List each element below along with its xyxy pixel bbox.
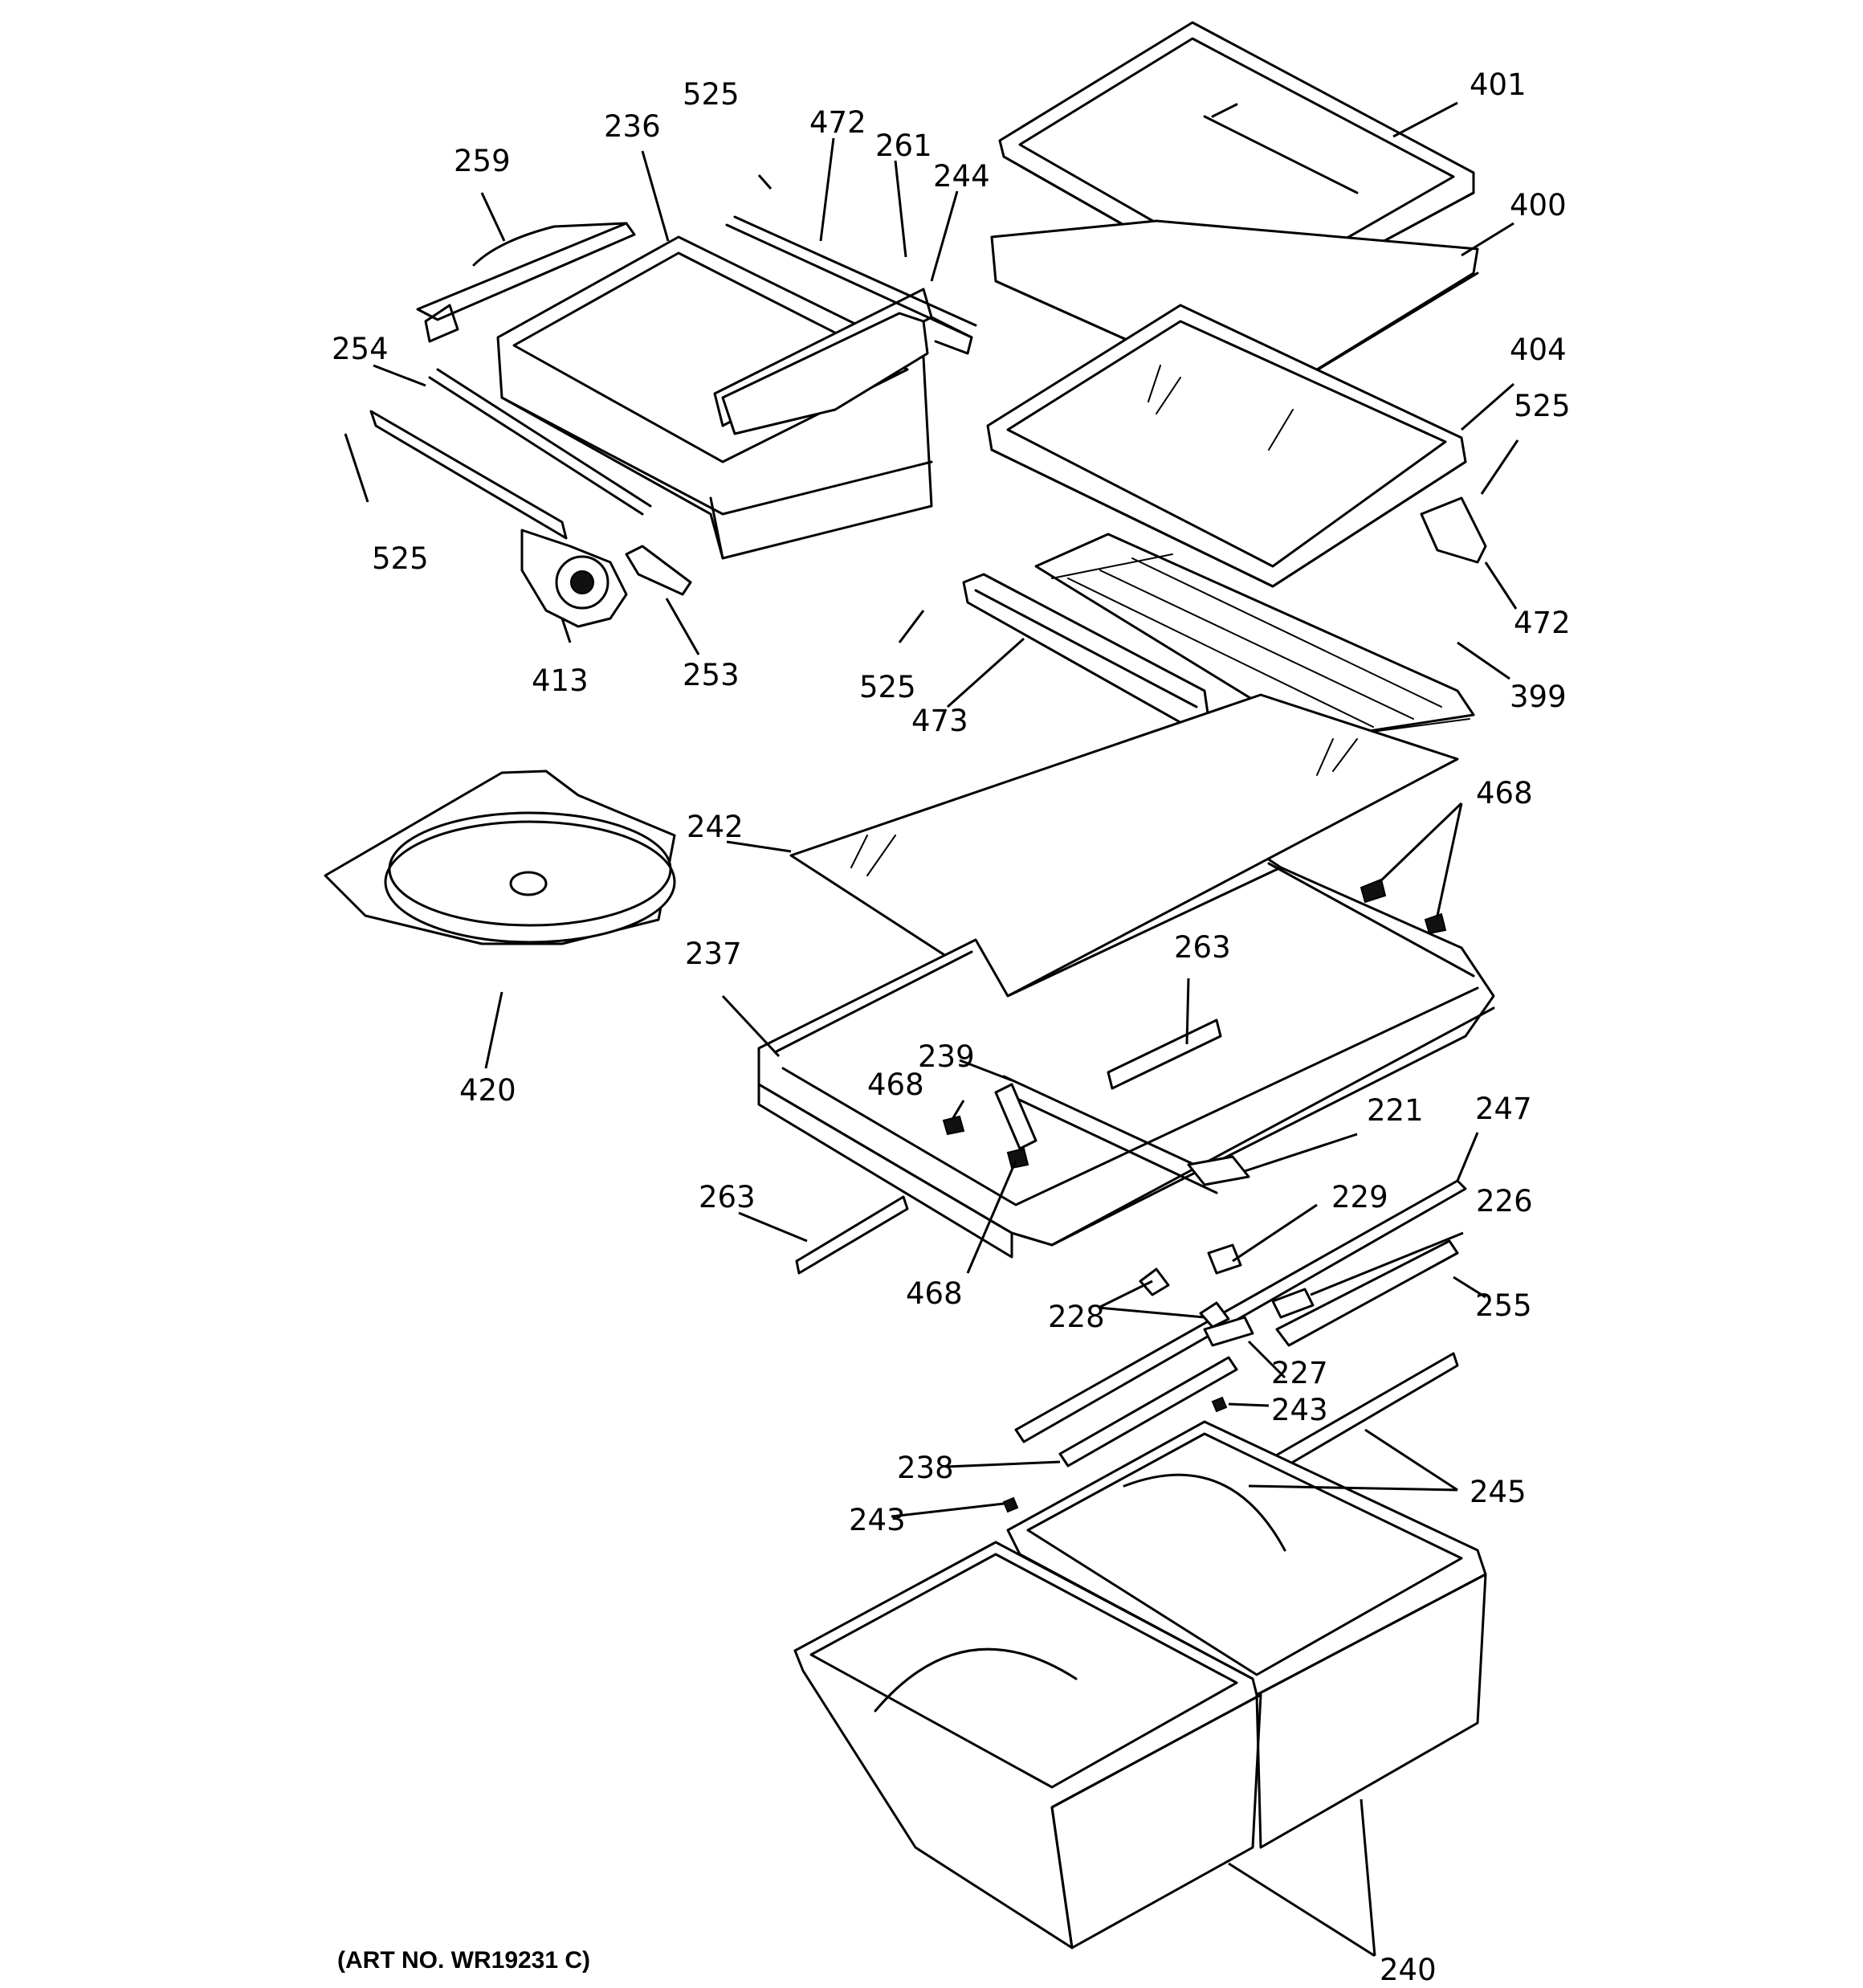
callout-259: 259 <box>454 144 511 178</box>
callout-468-mid: 468 <box>867 1067 924 1102</box>
callout-226: 226 <box>1476 1184 1533 1219</box>
callout-221: 221 <box>1367 1093 1424 1128</box>
callout-242: 242 <box>687 810 744 844</box>
callout-244: 244 <box>933 159 990 194</box>
callout-404: 404 <box>1510 333 1567 367</box>
art-number: (ART NO. WR19231 C) <box>337 1947 591 1974</box>
callout-473: 473 <box>911 704 968 738</box>
callout-525-mid: 525 <box>859 670 916 704</box>
callout-525-left: 525 <box>372 541 429 576</box>
callout-227: 227 <box>1271 1356 1328 1390</box>
callout-255: 255 <box>1475 1288 1532 1323</box>
callout-413: 413 <box>532 663 589 698</box>
callout-261: 261 <box>875 129 932 163</box>
crisper-cover-assembly <box>757 693 1495 1275</box>
callout-239: 239 <box>918 1039 975 1074</box>
callout-472-right: 472 <box>1514 606 1571 640</box>
callout-243-top: 243 <box>1271 1393 1328 1427</box>
callout-237: 237 <box>685 937 742 971</box>
callout-468-bottom: 468 <box>906 1276 963 1311</box>
callout-525-top: 525 <box>683 77 740 112</box>
leader-lines <box>344 101 1519 1957</box>
callout-247: 247 <box>1475 1092 1532 1126</box>
callout-472-top: 472 <box>809 105 866 140</box>
callout-253: 253 <box>683 658 740 692</box>
callout-254: 254 <box>332 332 389 366</box>
upper-shelves <box>962 21 1487 741</box>
callout-525-right: 525 <box>1514 389 1571 423</box>
callout-238: 238 <box>897 1451 954 1485</box>
lazy-susan-420 <box>324 769 676 945</box>
callout-228: 228 <box>1048 1300 1105 1334</box>
callout-labels: 401 400 404 525 472 399 473 525 525 472 … <box>332 67 1571 1987</box>
callout-236: 236 <box>604 109 661 144</box>
callout-229: 229 <box>1331 1180 1388 1214</box>
snack-pan-assembly <box>369 215 977 628</box>
callout-243-bottom: 243 <box>849 1503 906 1537</box>
callout-263-bottom: 263 <box>699 1180 756 1214</box>
callout-420: 420 <box>459 1073 516 1108</box>
callout-245: 245 <box>1470 1475 1527 1509</box>
crisper-drawers-240 <box>793 1420 1487 1949</box>
callout-400: 400 <box>1510 188 1567 222</box>
callout-468-top: 468 <box>1476 776 1533 810</box>
callout-240: 240 <box>1380 1953 1437 1987</box>
callout-401: 401 <box>1470 67 1527 102</box>
callout-263-top: 263 <box>1174 930 1231 965</box>
callout-399: 399 <box>1510 680 1567 714</box>
